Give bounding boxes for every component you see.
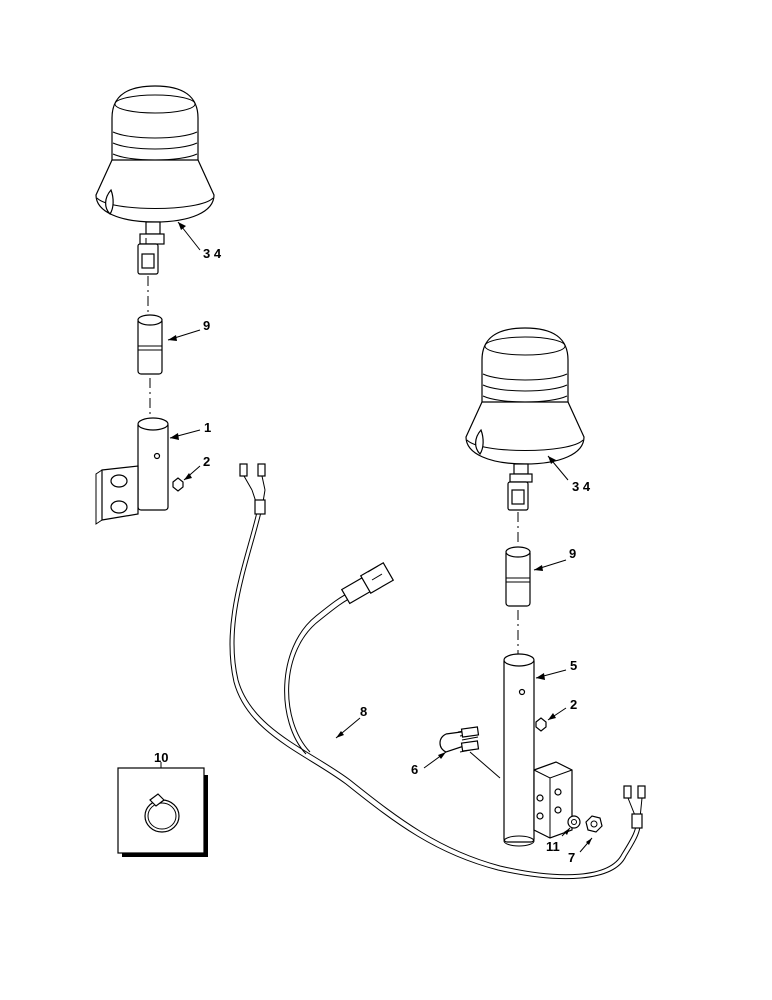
sleeve-lower	[505, 546, 531, 607]
washer	[567, 815, 581, 829]
beacon-light-lower	[465, 327, 585, 511]
callout-mast-tube: 5	[535, 658, 577, 680]
callout-label-11: 11	[546, 839, 560, 854]
sleeve-upper	[137, 314, 163, 375]
callout-label-8: 8	[360, 704, 367, 719]
callout-label-6: 6	[411, 762, 418, 777]
callout-label-1: 1	[204, 420, 211, 435]
wiring-harness	[229, 463, 646, 880]
callout-beacon-upper: 3 4	[177, 221, 222, 261]
clamp-inset-box	[117, 762, 208, 857]
set-screw-lower	[535, 717, 547, 732]
callout-label-2-lower: 2	[570, 697, 577, 712]
callout-washer: 11	[546, 827, 571, 854]
callout-harness: 8	[335, 704, 367, 739]
callout-u-bolt: 6	[411, 751, 447, 777]
callout-label-3-4-lower: 3 4	[572, 479, 591, 494]
callout-mount-bracket: 1	[169, 420, 211, 440]
nut	[585, 815, 603, 833]
callout-label-5: 5	[570, 658, 577, 673]
callout-label-2-upper: 2	[203, 454, 210, 469]
callout-label-9-upper: 9	[203, 318, 210, 333]
u-bolt-leader	[469, 751, 501, 779]
callout-set-screw-upper: 2	[183, 454, 210, 481]
callout-sleeve-lower: 9	[533, 546, 576, 571]
callout-label-10: 10	[154, 750, 168, 765]
mount-bracket	[95, 417, 169, 525]
callout-nut: 7	[568, 837, 593, 865]
callout-label-3-4-upper: 3 4	[203, 246, 222, 261]
u-bolt	[439, 726, 480, 753]
callout-label-9-lower: 9	[569, 546, 576, 561]
callout-beacon-lower: 3 4	[547, 455, 591, 494]
callout-sleeve-upper: 9	[167, 318, 210, 341]
set-screw-upper	[172, 477, 184, 492]
beacon-light-upper	[95, 85, 215, 275]
callout-label-7: 7	[568, 850, 575, 865]
mast-tube	[503, 653, 573, 847]
callout-set-screw-lower: 2	[547, 697, 577, 721]
